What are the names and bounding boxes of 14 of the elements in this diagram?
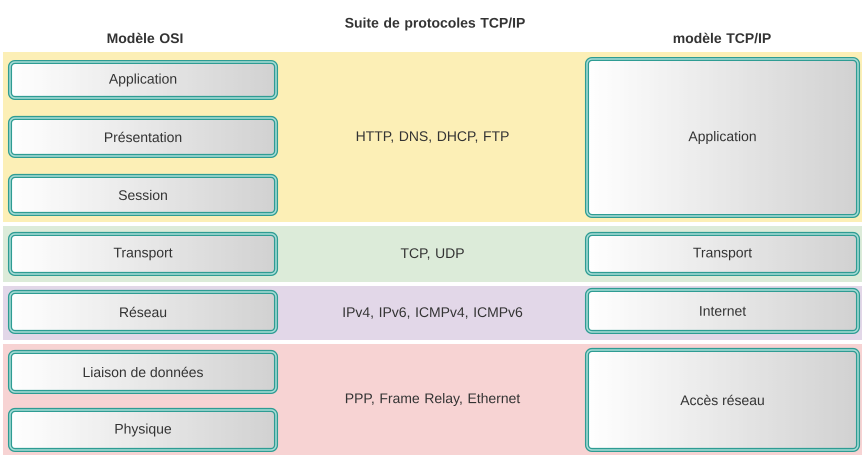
layer-box: Application <box>584 56 860 218</box>
column-heading: Modèle OSI <box>108 32 182 44</box>
layer-box: Liaison de données <box>8 350 278 394</box>
layer-box: Internet <box>584 288 860 334</box>
layer-box: Application <box>8 60 278 100</box>
layer-box: Transport <box>8 232 278 276</box>
layer-box: Présentation <box>8 116 278 158</box>
layer-box: Session <box>8 174 278 216</box>
layer-box: Réseau <box>8 290 278 334</box>
column-heading: modèle TCP/IP <box>674 32 771 44</box>
layer-box: Accès réseau <box>584 348 860 452</box>
column-heading: Suite de protocoles TCP/IP <box>345 17 525 30</box>
layer-box: Physique <box>8 408 278 452</box>
layer-box: Transport <box>584 232 860 276</box>
